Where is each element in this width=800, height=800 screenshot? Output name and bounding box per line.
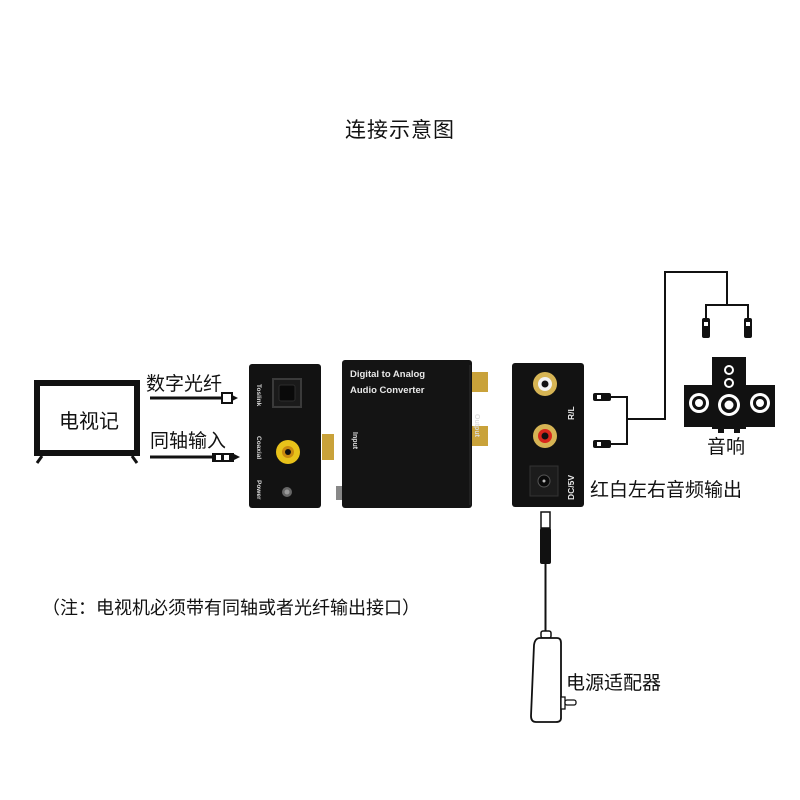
rca-output-label: 红白左右音频输出 [590,479,743,501]
power-label: Power [255,480,262,500]
coaxial-input-label: 同轴输入 [150,430,227,452]
coaxial-port-label: Coaxial [255,436,262,459]
converter-name-line1: Digital to Analog [350,369,425,380]
toslink-port [272,378,302,408]
output-label: Output [473,414,480,438]
diagram-title: 连接示意图 [345,118,455,142]
coaxial-cable-icon [150,453,240,462]
converter-name-line2: Audio Converter [350,385,425,396]
dc-label: DC/5V [566,475,576,500]
toslink-label: Toslink [255,384,262,407]
tv-icon [34,380,140,464]
optical-cable-icon [150,392,238,404]
rl-label: R/L [566,406,576,420]
footnote: （注：电视机必须带有同轴或者光纤输出接口） [42,598,420,619]
converter-output-panel [512,363,584,507]
speaker-label: 音响 [707,436,746,458]
converter-body [322,360,488,508]
power-adapter-label: 电源适配器 [566,672,662,694]
input-label: Input [351,432,358,450]
power-adapter-icon [530,511,577,723]
rca-cable-icon [593,271,752,448]
tv-label: 电视记 [59,409,119,433]
optical-input-label: 数字光纤 [146,373,223,395]
converter-input-panel [249,364,321,508]
speaker-system-icon [684,357,775,433]
